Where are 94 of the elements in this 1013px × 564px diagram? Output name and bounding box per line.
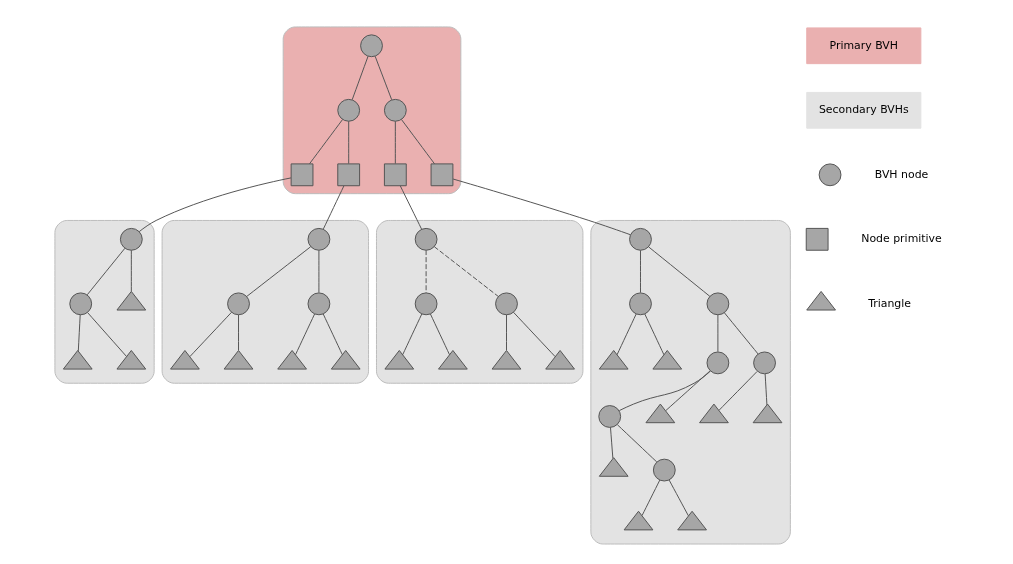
connector (322, 313, 343, 356)
connector (399, 185, 423, 230)
node-box (290, 163, 314, 187)
connector (130, 249, 132, 292)
node-circle (360, 34, 383, 58)
node-circle (337, 98, 361, 122)
connector (318, 249, 320, 294)
connector (322, 185, 345, 230)
node-triangle (223, 350, 254, 370)
node-circle (629, 227, 652, 251)
connector (513, 311, 556, 358)
connector (764, 373, 768, 406)
connector (309, 118, 344, 165)
node-triangle (677, 510, 707, 531)
node-circle (227, 292, 250, 316)
node-triangle (491, 350, 522, 370)
connector (394, 120, 396, 165)
node-triangle (652, 350, 683, 370)
node-circle (414, 227, 438, 251)
connector (718, 371, 758, 411)
node-box (383, 163, 407, 187)
node-triangle (598, 457, 629, 477)
node-triangle (806, 290, 836, 311)
connector (348, 120, 350, 165)
connector (400, 118, 435, 165)
cluster (161, 219, 370, 384)
node-triangle (170, 350, 200, 370)
connector (644, 313, 665, 356)
node-triangle (330, 350, 361, 370)
node-triangle (598, 350, 629, 370)
connector (77, 314, 81, 352)
connector (616, 313, 637, 356)
node-circle (414, 292, 438, 316)
connector (86, 247, 126, 296)
connector (429, 313, 451, 356)
legend-label: BVH node (874, 167, 929, 181)
legend-label: Triangle (868, 296, 912, 310)
connector (374, 55, 393, 101)
node-triangle (62, 350, 93, 370)
connector (618, 370, 711, 412)
node-circle (818, 163, 842, 187)
cluster (54, 219, 155, 384)
connector (295, 313, 316, 356)
legend-label: Node primitive (861, 232, 942, 246)
connector (665, 370, 711, 412)
connector (452, 178, 631, 236)
cluster (282, 26, 462, 195)
connector (506, 314, 507, 351)
node-circle (495, 292, 518, 316)
node-triangle (645, 403, 676, 424)
connector (668, 479, 689, 517)
connector (87, 312, 127, 357)
connector (717, 314, 719, 353)
node-triangle (545, 350, 575, 370)
node-circle (753, 351, 776, 375)
node-circle (307, 227, 331, 251)
node-triangle (116, 350, 147, 370)
cluster (590, 219, 791, 545)
legend-label: Secondary BVHs (818, 103, 909, 117)
cluster (376, 219, 584, 384)
connector (648, 246, 711, 297)
node-circle (119, 227, 143, 251)
node-triangle (384, 350, 415, 370)
connector (433, 246, 499, 297)
node-circle (307, 292, 331, 316)
node-circle (598, 405, 622, 428)
node-circle (383, 98, 407, 122)
connector (723, 312, 759, 355)
node-circle (69, 292, 93, 316)
node-triangle (699, 403, 729, 424)
legend-label: Primary BVH (829, 38, 899, 52)
connector (351, 55, 369, 101)
connector (238, 314, 239, 351)
node-box (337, 163, 361, 187)
node-circle (629, 292, 652, 316)
node-triangle (277, 350, 307, 370)
connector (640, 249, 641, 294)
node-triangle (623, 510, 654, 531)
node-triangle (438, 350, 468, 370)
node-box (805, 227, 829, 251)
node-circle (706, 292, 730, 316)
node-triangle (116, 290, 147, 311)
node-triangle (752, 403, 783, 424)
connector (138, 177, 292, 233)
connector (641, 479, 661, 516)
connector (246, 246, 312, 297)
connector (402, 313, 423, 356)
connector (425, 249, 427, 294)
connector (189, 311, 232, 358)
connector (616, 424, 658, 463)
node-circle (652, 458, 676, 482)
node-circle (706, 351, 730, 375)
node-box (430, 163, 454, 187)
connector (610, 426, 614, 459)
